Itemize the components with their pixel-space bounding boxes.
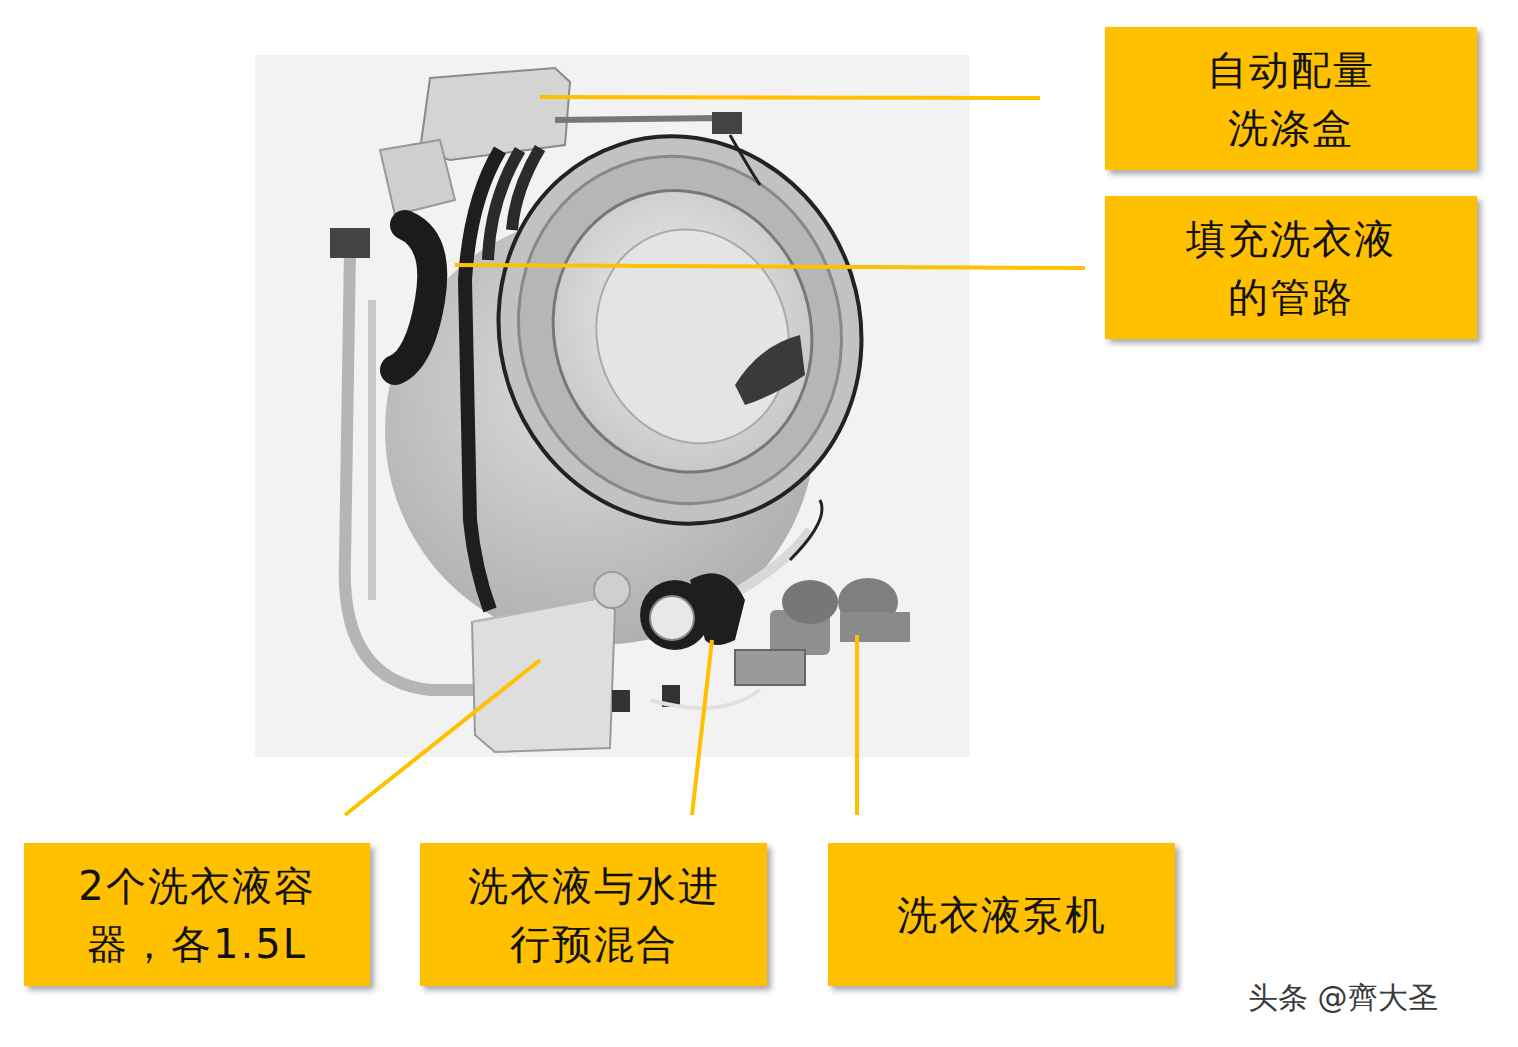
front-ring [449, 89, 912, 571]
wire [730, 135, 760, 185]
illustration-ground [255, 55, 970, 757]
watermark: 头条 @齊大圣 [1248, 978, 1438, 1019]
callout-text: 洗衣液泵机 [897, 886, 1107, 944]
callout-box: 自动配量洗涤盒 [1105, 27, 1477, 170]
callout-text: 洗衣液与水进行预混合 [462, 857, 726, 973]
pipe [740, 530, 810, 590]
callout-box: 洗衣液与水进行预混合 [420, 843, 767, 986]
callout-box: 2个洗衣液容器，各1.5L [24, 843, 370, 986]
pump-motor [735, 650, 805, 685]
valve [712, 112, 742, 134]
callout-box: 洗衣液泵机 [828, 843, 1175, 986]
premix-cap [650, 596, 694, 640]
valve [330, 228, 370, 258]
leader-line [540, 97, 1040, 98]
callout-box: 填充洗衣液的管路 [1105, 196, 1477, 339]
leader-line [692, 640, 712, 815]
callout-text: 自动配量洗涤盒 [1205, 41, 1377, 157]
hose [512, 148, 540, 230]
leader-line [855, 635, 859, 815]
callout-text: 填充洗衣液的管路 [1185, 210, 1397, 326]
pump-housing [782, 580, 838, 624]
pump-body [840, 612, 910, 642]
leader-line [455, 265, 1085, 268]
inner-drum [569, 204, 816, 468]
drum-paddle [735, 335, 805, 405]
pipe [368, 300, 376, 600]
container-edge [472, 598, 600, 622]
drum-opening [517, 157, 848, 506]
wire [790, 500, 822, 560]
bracket [555, 118, 730, 130]
connector [612, 690, 630, 712]
callout-text: 2个洗衣液容器，各1.5L [71, 857, 323, 973]
fitting [594, 572, 630, 608]
detergent-container [472, 598, 615, 752]
corrugated-hose [395, 225, 432, 370]
leader-line [345, 660, 540, 815]
dispenser-body [380, 140, 455, 215]
front-ring [474, 114, 886, 546]
premix-elbow [690, 573, 745, 645]
